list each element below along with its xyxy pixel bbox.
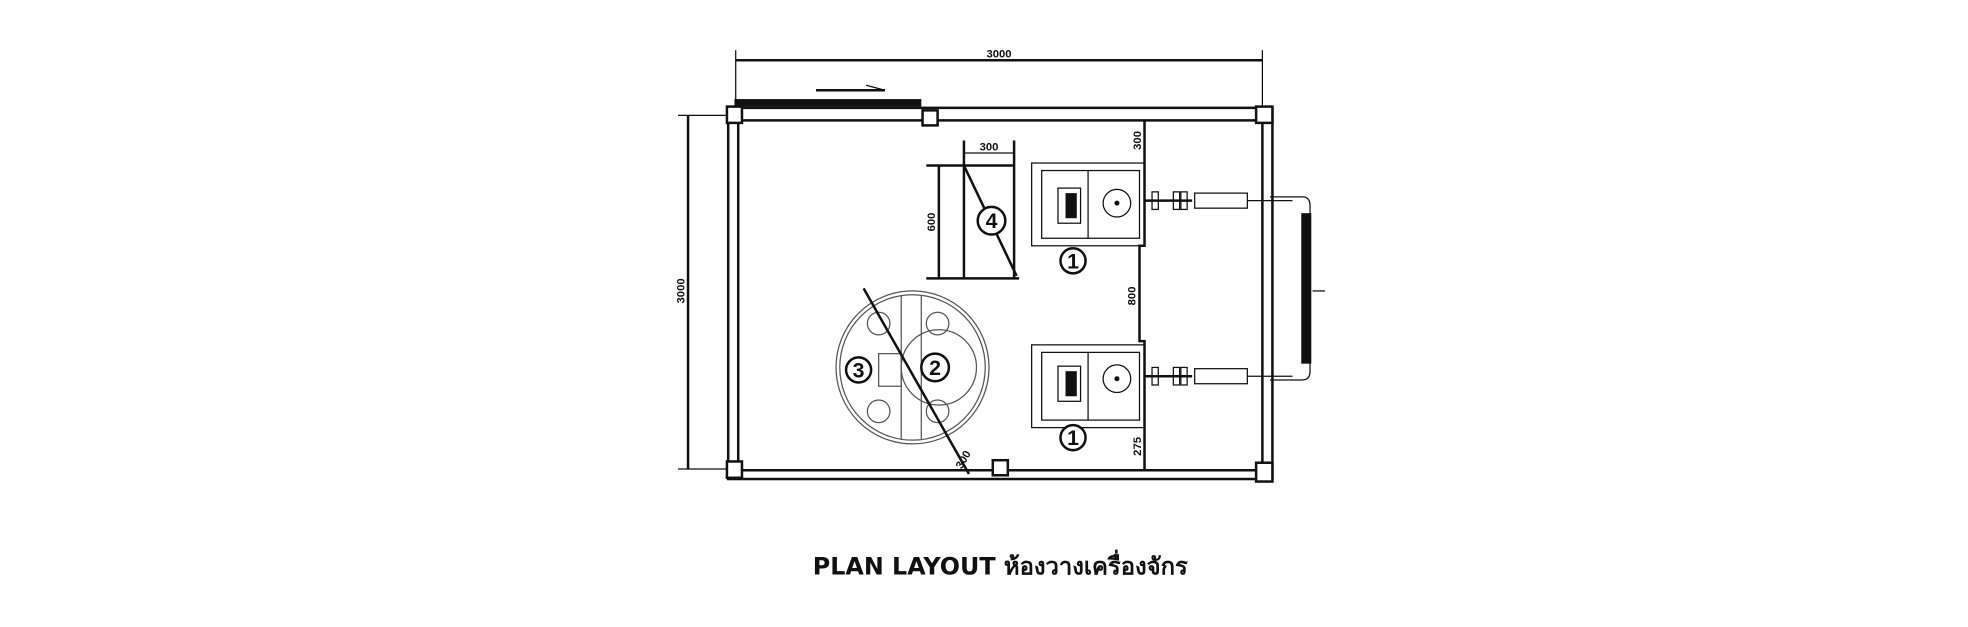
label-1-bottom: 1 <box>1067 426 1079 450</box>
label-3: 3 <box>853 358 865 382</box>
equipment-4: 300 600 4 <box>926 140 1020 280</box>
dim-unit4-length: 600 <box>926 213 938 232</box>
drawing-title: PLAN LAYOUT ห้องวางเครื่องจักร <box>813 549 1188 580</box>
column <box>921 109 939 127</box>
column <box>1254 105 1274 125</box>
label-2: 2 <box>929 356 941 380</box>
label-1-top: 1 <box>1067 249 1079 273</box>
column <box>725 105 744 125</box>
column <box>725 460 744 480</box>
column <box>991 458 1010 477</box>
partition-line <box>1138 120 1146 471</box>
tank-2: 300 3 2 <box>835 287 990 475</box>
label-4: 4 <box>986 209 998 233</box>
dim-depth: 3000 <box>675 278 687 303</box>
top-dimension: 3000 <box>735 49 1264 113</box>
room-walls <box>725 105 1274 483</box>
sliding-door <box>734 84 922 107</box>
dim-width: 3000 <box>987 49 1012 61</box>
column <box>1254 461 1274 483</box>
discharge-header <box>1269 196 1326 381</box>
pump-unit-top: 1 <box>1031 162 1293 275</box>
dim-unit4-width: 300 <box>980 141 999 153</box>
pump-unit-bottom: 1 <box>1031 344 1293 452</box>
left-dimension: 3000 <box>675 114 741 470</box>
dim-pump-spacing: 800 <box>1127 287 1139 306</box>
dim-pump-top: 300 <box>1132 131 1144 150</box>
dim-pump-bottom: 275 <box>1132 437 1144 456</box>
